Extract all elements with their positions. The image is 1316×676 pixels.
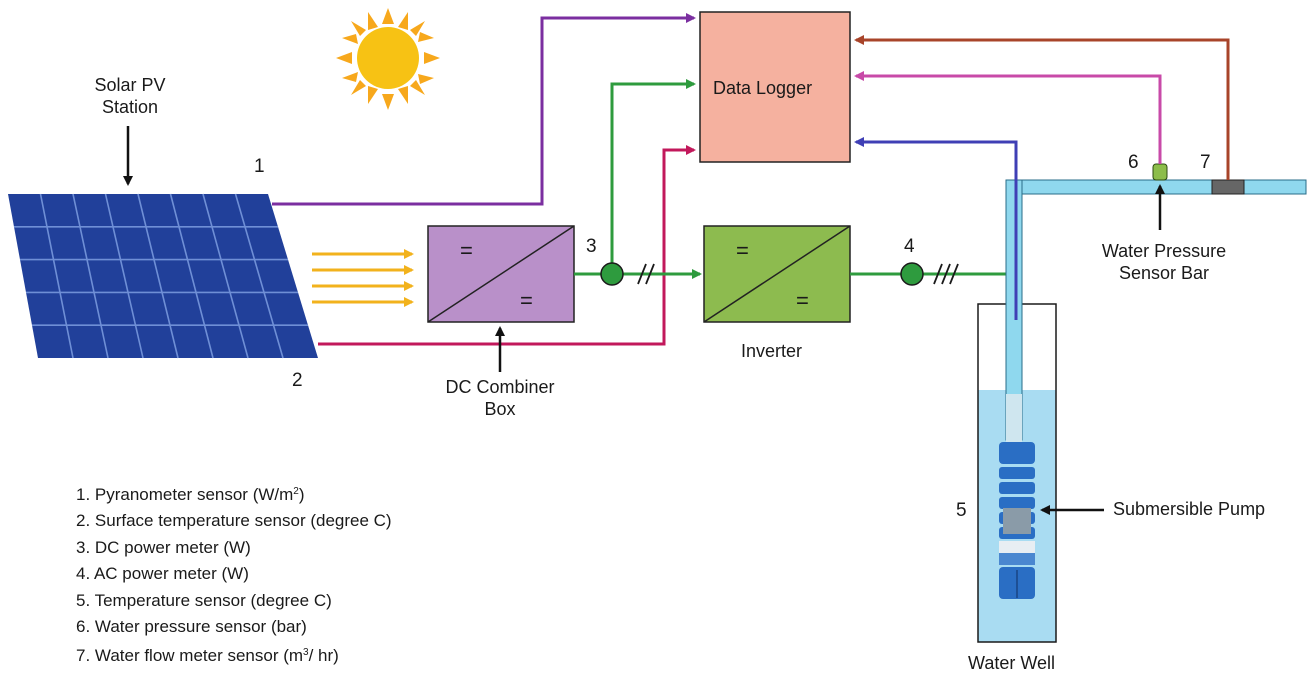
number-1: 1 bbox=[254, 156, 265, 177]
legend-item: 7. Water flow meter sensor (m3/ hr) bbox=[76, 646, 339, 666]
dc-phase-marks bbox=[637, 263, 655, 285]
pump-temperature-signal-line bbox=[854, 137, 1018, 320]
legend-item: 2. Surface temperature sensor (degree C) bbox=[76, 511, 392, 531]
inverter-symbol-top: = bbox=[736, 238, 749, 263]
legend-item: 1. Pyranometer sensor (W/m2) bbox=[76, 485, 305, 504]
water-pressure-sensor-bar-label: Water Pressure Sensor Bar bbox=[1084, 240, 1244, 284]
flow-meter-block bbox=[1211, 179, 1245, 195]
sensor-legend: 1. Pyranometer sensor (W/m2) 2. Surface … bbox=[76, 479, 392, 670]
number-4: 4 bbox=[904, 236, 915, 257]
submersible-pump-icon bbox=[999, 394, 1035, 599]
legend-item: 6. Water pressure sensor (bar) bbox=[76, 617, 307, 637]
sunlight-arrows bbox=[312, 249, 414, 307]
pressure-sensor-block bbox=[1152, 163, 1168, 181]
number-6: 6 bbox=[1128, 152, 1139, 173]
number-3: 3 bbox=[586, 236, 597, 257]
dc-power-signal-line bbox=[610, 79, 696, 274]
dc-combiner-line1: DC Combiner bbox=[445, 377, 555, 397]
water-pressure-signal-line bbox=[854, 71, 1162, 164]
sun-icon bbox=[336, 8, 440, 110]
number-2: 2 bbox=[292, 370, 303, 391]
legend-item: 3. DC power meter (W) bbox=[76, 537, 251, 557]
inverter-box bbox=[703, 225, 851, 323]
station-line1: Solar PV bbox=[94, 75, 166, 95]
solar-panel-icon bbox=[8, 193, 318, 359]
ac-phase-marks bbox=[933, 263, 959, 285]
pressure-bar-line1: Water Pressure bbox=[1101, 241, 1227, 261]
legend-item: 5. Temperature sensor (degree C) bbox=[76, 590, 332, 610]
solar-pv-station-label: Solar PV Station bbox=[80, 74, 180, 118]
data-logger-label: Data Logger bbox=[713, 78, 813, 98]
dc-combiner-symbol-top: = bbox=[460, 238, 473, 263]
water-flow-signal-line bbox=[854, 35, 1230, 180]
dc-power-meter bbox=[600, 262, 624, 286]
inverter-label: Inverter bbox=[741, 341, 803, 361]
number-7: 7 bbox=[1200, 152, 1211, 173]
dc-combiner-box bbox=[427, 225, 575, 323]
number-5: 5 bbox=[956, 500, 967, 521]
submersible-pump-label: Submersible Pump bbox=[1113, 499, 1266, 519]
pressure-bar-line2: Sensor Bar bbox=[1118, 263, 1210, 283]
station-line2: Station bbox=[101, 97, 159, 117]
pyranometer-signal-line bbox=[272, 13, 696, 206]
inverter-symbol-bottom: = bbox=[796, 288, 809, 313]
surface-temperature-signal-line bbox=[318, 145, 696, 346]
data-logger-box bbox=[699, 11, 851, 163]
dc-combiner-label: DC Combiner Box bbox=[430, 376, 570, 420]
dc-combiner-symbol-bottom: = bbox=[520, 288, 533, 313]
ac-power-meter bbox=[900, 262, 924, 286]
water-well-label: Water Well bbox=[968, 653, 1056, 673]
legend-item: 4. AC power meter (W) bbox=[76, 564, 249, 584]
dc-combiner-line2: Box bbox=[484, 399, 516, 419]
